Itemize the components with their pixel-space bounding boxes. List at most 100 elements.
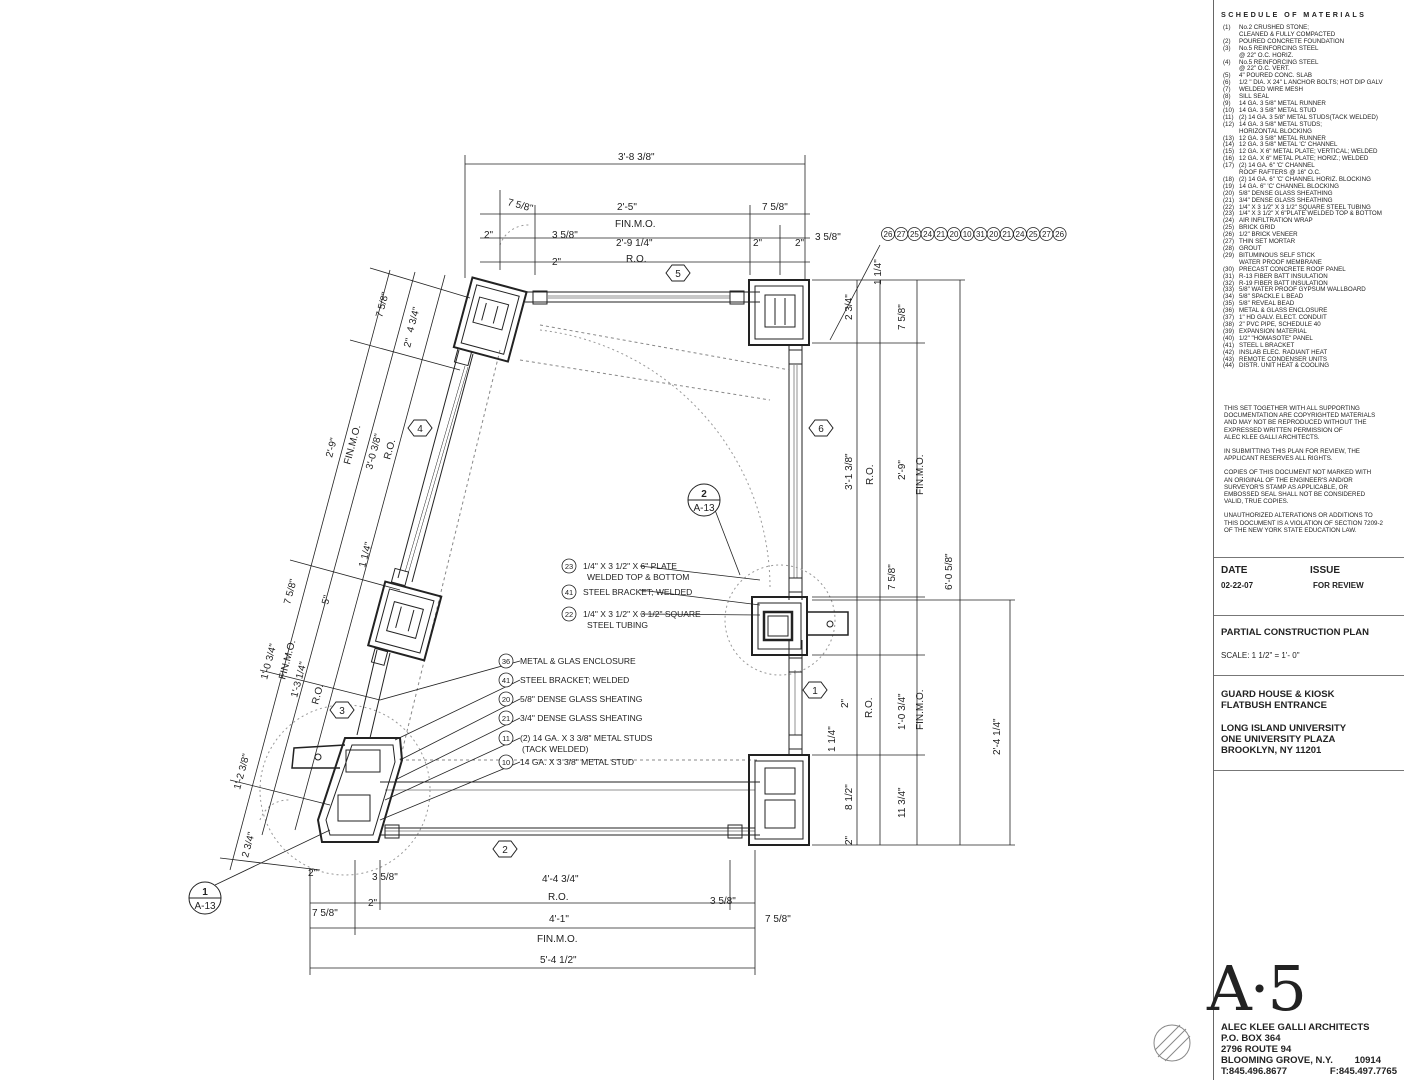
dim-bot-overall: 5'-4 1/2" [540,955,577,966]
schedule-item-text: 1/2" "HOMASOTE" PANEL [1239,334,1313,342]
dim-right-2-low: 2" [844,835,855,845]
client-name: LONG ISLAND UNIVERSITY [1221,723,1347,734]
dim-bot-7-5-8-left: 7 5/8" [312,908,338,919]
schedule-item-text: 12 GA. 3 5/8" METAL RUNNER [1239,134,1326,142]
schedule-item-text: 5/8" REVEAL BEAD [1239,300,1295,308]
schedule-item-number: (40) [1223,334,1235,342]
svg-text:22: 22 [565,610,573,619]
dim-right-11-3-4: 11 3/4" [897,787,908,818]
schedule-item-text: WELDED WIRE MESH [1239,86,1303,94]
schedule-item-number: (37) [1223,314,1235,322]
schedule-item-number: (10) [1223,106,1235,114]
dim-right-2-3-4: 2 3/4" [844,294,855,320]
schedule-item-text: WATER PROOF MEMBRANE [1239,258,1322,266]
schedule-item-text: 14 GA. 3 5/8" METAL STUDS; [1239,120,1323,128]
schedule-item-text: 5/8" SPACKLE L BEAD [1239,293,1304,301]
dim-left-2: 2" [402,337,415,349]
divider [1214,675,1404,676]
svg-text:1: 1 [812,686,818,697]
dim-left-fin-label: FIN.M.O. [342,424,363,466]
dim-bot-2-a: 2" [308,868,318,879]
schedule-item: (14)12 GA. 3 5/8" METAL 'C' CHANNEL [1223,142,1403,149]
svg-text:25: 25 [1029,230,1038,239]
svg-text:METAL & GLAS ENCLOSURE: METAL & GLAS ENCLOSURE [520,656,636,666]
right-window [788,345,803,755]
svg-text:21: 21 [502,714,510,723]
schedule-item: (27)THIN SET MORTAR [1223,238,1403,246]
schedule-item-text: (2) 14 GA. 6" 'C' CHANNEL HORIZ. BLOCKIN… [1239,175,1371,183]
svg-text:27: 27 [897,230,906,239]
schedule-item-number: (36) [1223,307,1235,315]
schedule-item-text: DISTR. UNIT HEAT & COOLING [1239,362,1330,370]
schedule-item-text: (2) 14 GA. 6" 'C' CHANNEL [1239,162,1315,170]
schedule-item: (26)1/2" BRICK VENEER [1223,231,1403,239]
keynote-bubble: 25 [1026,227,1041,241]
schedule-item: (33)5/8" WATER PROOF GYPSUM WALLBOARD [1223,287,1403,294]
schedule-item-text: 12 GA. X 6" METAL PLATE; VERTICAL; WELDE… [1239,148,1378,156]
schedule-item: (34)5/8" SPACKLE L BEAD [1223,293,1403,301]
schedule-item-text: 3/4" DENSE GLASS SHEATHING [1239,196,1333,204]
door-swing-arcs [259,224,836,876]
firm-street: 2796 ROUTE 94 [1221,1044,1292,1055]
dim-right-fin: 2'-9" [897,460,908,480]
schedule-item-number: (2) [1223,37,1231,45]
note-paragraph: THIS SET TOGETHER WITH ALL SUPPORTING DO… [1224,405,1376,441]
schedule-item: (4)No.5 REINFORCING STEEL [1223,58,1403,67]
schedule-item: (29)BITUMINOUS SELF STICK [1223,251,1403,260]
svg-text:A-13: A-13 [194,901,216,912]
dim-top-ro-label: R.O. [626,254,647,265]
svg-text:3: 3 [339,706,345,717]
left-window [356,347,474,739]
schedule-item-number: (30) [1223,265,1235,273]
schedule-item-text: @ 22" O.C. VERT. [1239,65,1290,73]
dimension-lines [214,155,1015,975]
dim-right-1-1-4-low: 1 1/4" [827,726,838,752]
keynote-bubble: 27 [894,227,909,241]
drawing-scale: SCALE: 1 1/2" = 1'- 0" [1221,651,1300,660]
schedule-item-number: (11) [1223,113,1234,121]
dim-top-overall: 3'-8 3/8" [618,152,655,163]
schedule-item: ROOF RAFTERS @ 16" O.C. [1223,169,1403,177]
dim-right-1-1-4-top: 1 1/4" [873,259,884,285]
firm-zip: 10914 [1354,1055,1381,1066]
svg-text:25: 25 [910,230,919,239]
schedule-item-number: (18) [1223,175,1235,183]
svg-text:23: 23 [565,562,573,571]
top-window [525,290,760,305]
note-paragraph: IN SUBMITTING THIS PLAN FOR REVIEW, THE … [1224,448,1360,463]
dim-right-fin2: 1'-0 3/4" [897,693,908,730]
dim-top-3-5-8-left: 3 5/8" [552,230,578,241]
dim-right-fin2-label: FIN.M.O. [915,689,926,730]
project-name-2: FLATBUSH ENTRANCE [1221,700,1327,711]
schedule-item-number: (29) [1223,251,1235,259]
schedule-item-text: No.5 REINFORCING STEEL [1239,58,1319,66]
schedule-item: (40) 1/2" "HOMASOTE" PANEL [1223,334,1403,343]
schedule-item: (9)14 GA. 3 5/8" METAL RUNNER [1223,100,1403,108]
note-paragraph: COPIES OF THIS DOCUMENT NOT MARKED WITH … [1224,469,1372,506]
section-ref-2-a13[interactable]: 2 A-13 [687,483,721,517]
svg-text:20: 20 [950,230,959,239]
schedule-item-text: CLEANED & FULLY COMPACTED [1239,30,1336,38]
section-ref-1-a13[interactable]: 1 A-13 [188,881,222,915]
schedule-item-number: (1) [1223,24,1231,31]
schedule-item-text: 12 GA. 3 5/8" METAL 'C' CHANNEL [1239,141,1338,149]
wall-tag-6: 6 [808,419,834,437]
schedule-item: (17)(2) 14 GA. 6" 'C' CHANNEL [1223,162,1403,170]
schedule-item: (12)14 GA. 3 5/8" METAL STUDS; [1223,120,1403,129]
svg-text:14 GA. X 3 3/8" METAL STUD: 14 GA. X 3 3/8" METAL STUD [520,757,634,767]
schedule-item-number: (21) [1223,196,1235,204]
svg-text:36: 36 [502,657,510,666]
schedule-item: (3)No.5 REINFORCING STEEL [1223,45,1403,53]
schedule-item: (6)1/2 " DIA. X 24" L ANCHOR BOLTS; HOT … [1223,79,1403,87]
schedule-item-number: (41) [1223,341,1235,349]
schedule-item-text: HORIZONTAL BLOCKING [1239,127,1312,135]
bottom-window [380,781,760,839]
interior-dashed-lines [399,324,791,761]
svg-text:24: 24 [1016,230,1025,239]
keynote-bubble: 27 [1039,227,1054,241]
svg-text:10: 10 [963,230,972,239]
schedule-item-text: 14 GA. 3 5/8" METAL STUD [1239,106,1317,114]
dim-bot-3-5-8-right: 3 5/8" [710,896,736,907]
